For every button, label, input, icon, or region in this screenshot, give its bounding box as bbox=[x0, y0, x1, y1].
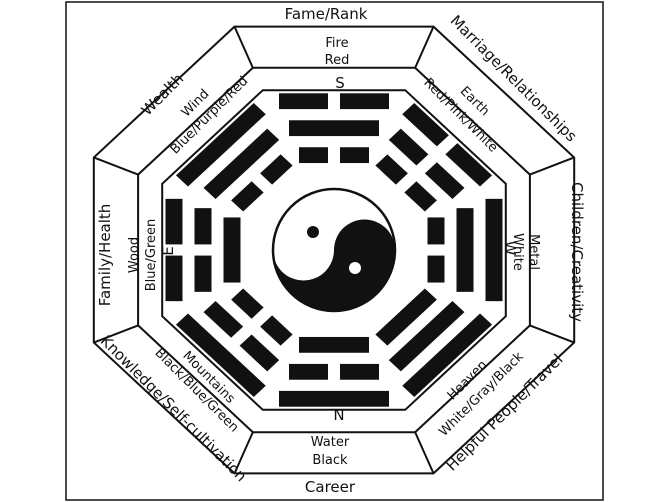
colors-top: Red bbox=[325, 53, 350, 68]
trigram-broken-line-half bbox=[375, 154, 408, 185]
trigram-solid-line bbox=[388, 300, 465, 372]
trigram-broken-line-half bbox=[203, 300, 244, 338]
trigram-broken-line-half bbox=[165, 198, 183, 245]
life-area-top: Fame/Rank bbox=[285, 5, 368, 23]
trigram-bottom bbox=[279, 336, 389, 407]
trigram-bottom-right bbox=[375, 288, 493, 397]
trigram-broken-line-half bbox=[402, 103, 449, 147]
element-bottom: Water bbox=[311, 435, 350, 450]
octagon-spoke bbox=[233, 26, 254, 69]
trigram-broken-line-half bbox=[427, 255, 445, 283]
octagon-spoke bbox=[414, 431, 435, 474]
life-area-bottom: Career bbox=[305, 478, 356, 496]
trigram-solid-line bbox=[289, 120, 379, 137]
trigram-broken-line-half bbox=[340, 363, 379, 380]
trigram-broken-line-half bbox=[388, 128, 429, 166]
yin-yang-icon bbox=[271, 187, 397, 313]
outer-octagon bbox=[92, 25, 576, 475]
trigram-solid-line bbox=[456, 208, 474, 292]
element-top: Fire bbox=[325, 36, 348, 51]
direction-north: N bbox=[333, 406, 344, 424]
octagon-spoke bbox=[93, 156, 139, 176]
trigram-solid-line bbox=[375, 288, 437, 346]
inner-octagon bbox=[161, 89, 507, 411]
trigram-broken-line-half bbox=[239, 334, 280, 372]
direction-east: E bbox=[159, 246, 177, 255]
octagon-spoke bbox=[233, 431, 254, 474]
trigram-broken-line-half bbox=[194, 208, 212, 245]
trigram-solid-line bbox=[279, 390, 389, 407]
element-left: Wood bbox=[127, 237, 142, 273]
trigrams bbox=[165, 93, 503, 407]
trigram-broken-line-half bbox=[289, 363, 328, 380]
life-area-left: Family/Health bbox=[96, 204, 114, 307]
trigram-broken-line-half bbox=[194, 255, 212, 292]
trigram-top-right bbox=[375, 103, 493, 212]
trigram-solid-line bbox=[203, 128, 280, 200]
direction-west: W bbox=[501, 241, 519, 256]
octagon-spoke bbox=[414, 26, 435, 69]
trigram-bottom-left bbox=[175, 288, 293, 397]
trigram-broken-line-half bbox=[231, 288, 264, 319]
trigram-broken-line-half bbox=[165, 255, 183, 302]
element-right: Metal bbox=[526, 234, 541, 270]
trigram-broken-line-half bbox=[340, 147, 369, 164]
trigram-broken-line-half bbox=[231, 181, 264, 212]
trigram-top bbox=[279, 93, 389, 164]
octagon-spokes bbox=[93, 26, 575, 474]
trigram-solid-line bbox=[402, 313, 493, 397]
trigram-broken-line-half bbox=[260, 315, 293, 346]
yin-yang-dot-dark bbox=[307, 226, 319, 238]
trigram-broken-line-half bbox=[427, 217, 445, 245]
trigram-broken-line-half bbox=[299, 147, 328, 164]
direction-south: S bbox=[335, 74, 345, 92]
colors-bottom: Black bbox=[312, 453, 348, 468]
trigram-broken-line-half bbox=[404, 181, 437, 212]
life-area-right: Children/Creativity bbox=[568, 182, 586, 322]
trigram-solid-line bbox=[223, 217, 241, 283]
colors-left: Blue/Green bbox=[144, 219, 159, 292]
trigram-broken-line-half bbox=[340, 93, 389, 110]
trigram-solid-line bbox=[175, 313, 266, 397]
octagon-spoke bbox=[93, 324, 139, 344]
colors-right: White bbox=[510, 233, 525, 271]
trigram-broken-line-half bbox=[260, 154, 293, 185]
trigram-broken-line-half bbox=[279, 93, 328, 110]
trigram-top-left bbox=[175, 103, 293, 212]
trigram-solid-line bbox=[175, 103, 266, 187]
trigram-left bbox=[165, 198, 241, 302]
trigram-solid-line bbox=[485, 198, 503, 302]
yin-yang-dot-light bbox=[349, 262, 361, 274]
octagon-spoke bbox=[529, 156, 575, 176]
octagon-spoke bbox=[529, 324, 575, 344]
trigram-right bbox=[427, 198, 503, 302]
trigram-broken-line-half bbox=[424, 162, 465, 200]
trigram-broken-line-half bbox=[445, 143, 493, 187]
trigram-solid-line bbox=[299, 336, 369, 353]
